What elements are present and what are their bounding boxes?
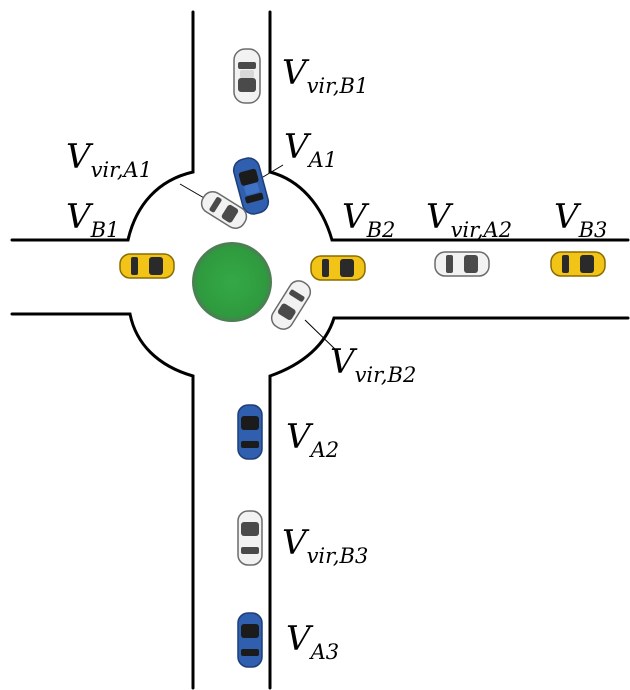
b1-car — [119, 253, 175, 279]
label-vir-b3-base: V — [282, 523, 307, 563]
label-vir-a2-sub: vir,A2 — [450, 218, 513, 242]
label-vir-b1-base: V — [282, 53, 307, 93]
road-edge-bottom-right — [268, 316, 630, 690]
roundabout-island — [192, 242, 272, 322]
label-b1-base: V — [66, 197, 91, 237]
label-vir-b3: Vvir,B3 — [282, 526, 368, 567]
label-a3-sub: A3 — [310, 640, 340, 664]
label-b3: VB3 — [554, 200, 607, 241]
road-edge-top-right — [268, 10, 630, 242]
label-vir-a1-base: V — [66, 137, 91, 177]
label-vir-a2-base: V — [426, 197, 451, 237]
road-edge-top-left — [10, 10, 195, 242]
leader-line-vir-b2 — [304, 319, 339, 353]
label-a1: VA1 — [284, 130, 337, 171]
vir-b1-car — [233, 48, 261, 104]
road-boundaries — [10, 10, 630, 690]
b2-car — [310, 255, 366, 281]
label-a2: VA2 — [286, 420, 339, 461]
label-vir-b3-sub: vir,B3 — [306, 544, 369, 568]
label-b2: VB2 — [342, 200, 395, 241]
label-b1-sub: B1 — [90, 218, 120, 242]
label-vir-a2: Vvir,A2 — [426, 200, 512, 241]
label-a1-sub: A1 — [308, 148, 338, 172]
vir-a2-car — [434, 251, 490, 277]
a2-car — [237, 404, 263, 460]
vir-b2-car — [270, 280, 312, 330]
label-vir-b2-sub: vir,B2 — [354, 363, 417, 387]
label-vir-b1-sub: vir,B1 — [306, 74, 369, 98]
vir-b3-car — [237, 510, 263, 566]
label-b3-base: V — [554, 197, 579, 237]
label-a3: VA3 — [286, 622, 339, 663]
label-vir-a1: Vvir,A1 — [66, 140, 152, 181]
label-vir-b2: Vvir,B2 — [330, 345, 416, 386]
vir-a1-car — [200, 190, 248, 230]
label-b2-sub: B2 — [366, 218, 396, 242]
label-b2-base: V — [342, 197, 367, 237]
a3-car — [237, 612, 263, 668]
b3-car — [550, 251, 606, 277]
label-a1-base: V — [284, 127, 309, 167]
label-vir-b1: Vvir,B1 — [282, 56, 368, 97]
a1-car — [232, 157, 270, 215]
label-b1: VB1 — [66, 200, 119, 241]
label-b3-sub: B3 — [578, 218, 608, 242]
label-vir-a1-sub: vir,A1 — [90, 158, 153, 182]
label-vir-b2-base: V — [330, 342, 355, 382]
label-a2-base: V — [286, 417, 311, 457]
road-edge-bottom-left — [10, 312, 195, 690]
label-a3-base: V — [286, 619, 311, 659]
label-a2-sub: A2 — [310, 438, 340, 462]
